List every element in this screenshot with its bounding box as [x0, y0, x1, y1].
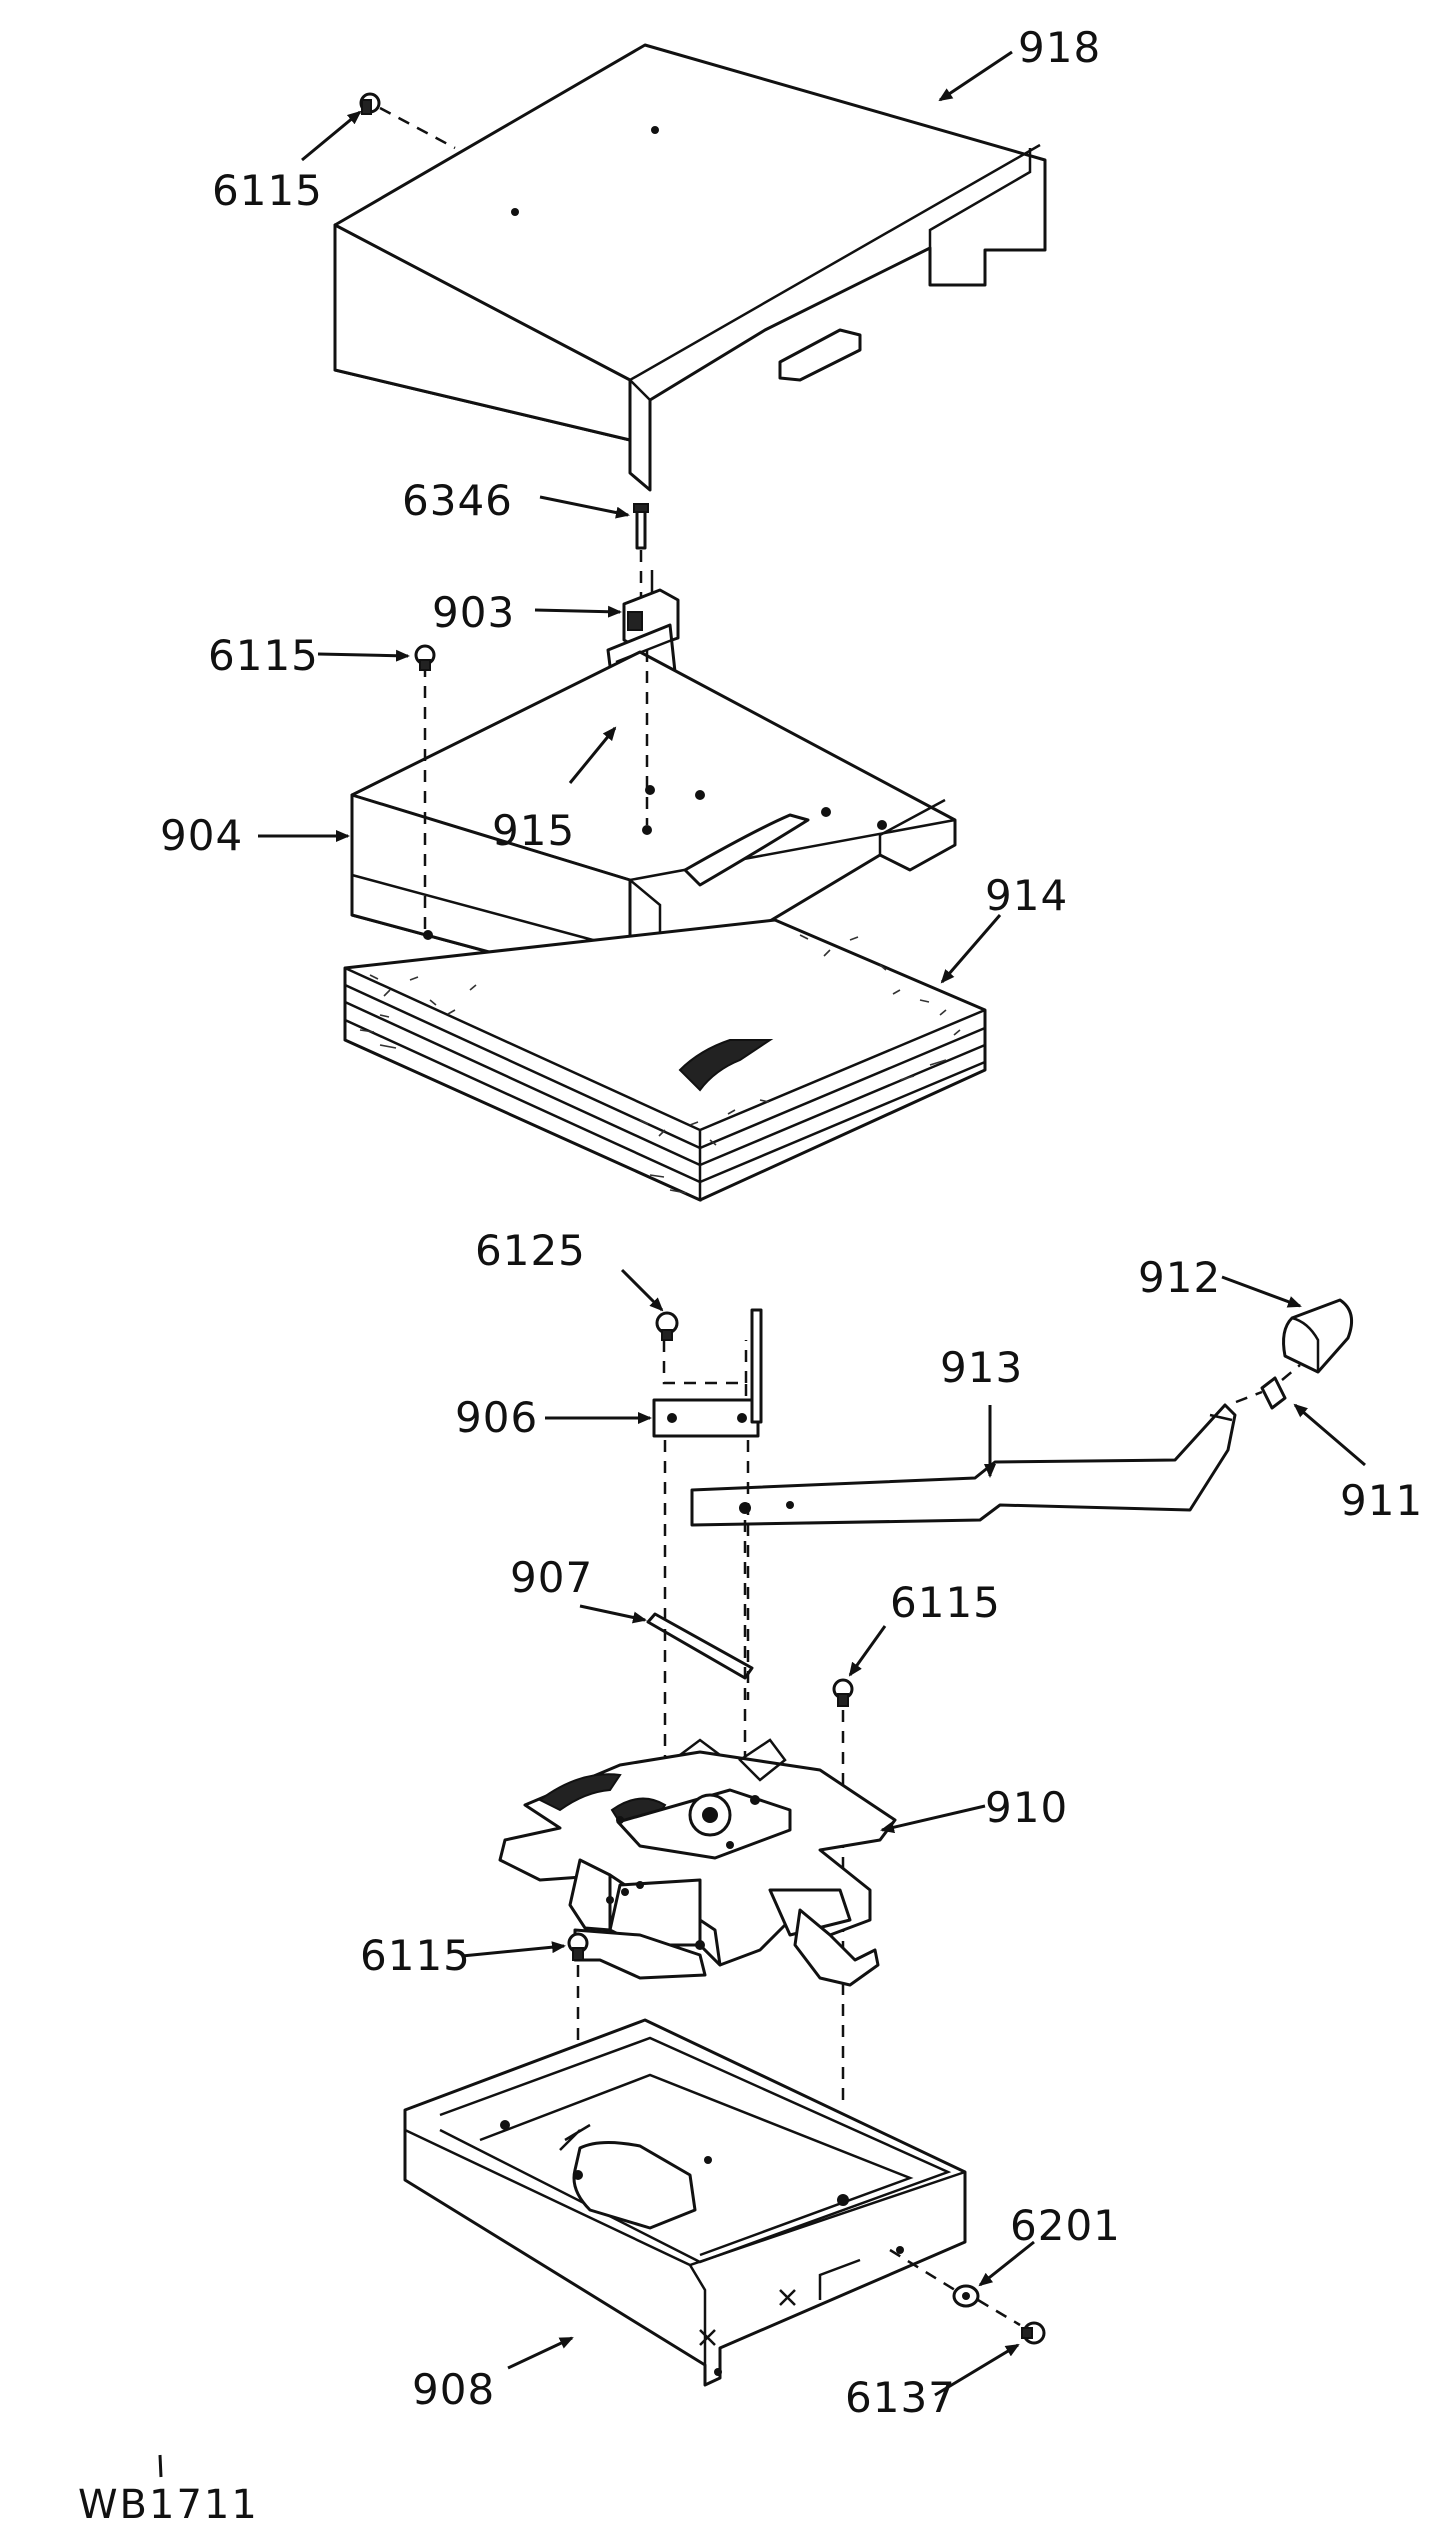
label-913: 913: [940, 1343, 1023, 1392]
part-labels: 918 6115 6346 903 6115 904 915 914 6125 …: [78, 23, 1423, 2528]
label-906: 906: [455, 1393, 538, 1442]
label-6115-low: 6115: [360, 1931, 471, 1980]
label-903: 903: [432, 588, 515, 637]
drawing-code: WB1711: [78, 2482, 259, 2528]
screw-6115-low: [567, 1932, 589, 2110]
mechanism-plate-910: [498, 1738, 897, 1987]
insulation-texture: [359, 934, 961, 1194]
label-6137: 6137: [845, 2373, 956, 2422]
bracket-906: [652, 1308, 763, 1438]
label-914: 914: [985, 871, 1068, 920]
label-6125: 6125: [475, 1226, 586, 1275]
screw-6137: [1021, 2321, 1046, 2345]
label-910: 910: [985, 1783, 1068, 1832]
insulation-pad-914: [343, 918, 987, 1202]
label-911: 911: [1340, 1476, 1423, 1525]
washer-6201: [952, 2284, 1021, 2327]
pin-907: [646, 1440, 754, 1800]
top-cover-918: [333, 43, 1047, 492]
leader-lines: [158, 50, 1366, 2478]
label-6115-right: 6115: [890, 1578, 1001, 1627]
screw-6346: [633, 503, 649, 600]
label-6115-top: 6115: [212, 166, 323, 215]
housing-904: [350, 650, 957, 1047]
label-915: 915: [492, 806, 575, 855]
screw-6115-top: [359, 92, 456, 150]
label-908: 908: [412, 2365, 495, 2414]
clip-911: [1235, 1364, 1301, 1410]
lever-arm-913: [690, 1403, 1237, 1527]
label-6346: 6346: [402, 476, 513, 525]
label-907: 907: [510, 1553, 593, 1602]
label-6115-mid: 6115: [208, 631, 319, 680]
label-904: 904: [160, 811, 243, 860]
screw-6125: [655, 1311, 679, 1341]
knob-912: [1282, 1298, 1354, 1374]
label-918: 918: [1018, 23, 1101, 72]
screw-6115-mid: [414, 644, 436, 671]
base-pan-908: [403, 2018, 967, 2387]
label-6201: 6201: [1010, 2201, 1121, 2250]
label-912: 912: [1138, 1253, 1221, 1302]
